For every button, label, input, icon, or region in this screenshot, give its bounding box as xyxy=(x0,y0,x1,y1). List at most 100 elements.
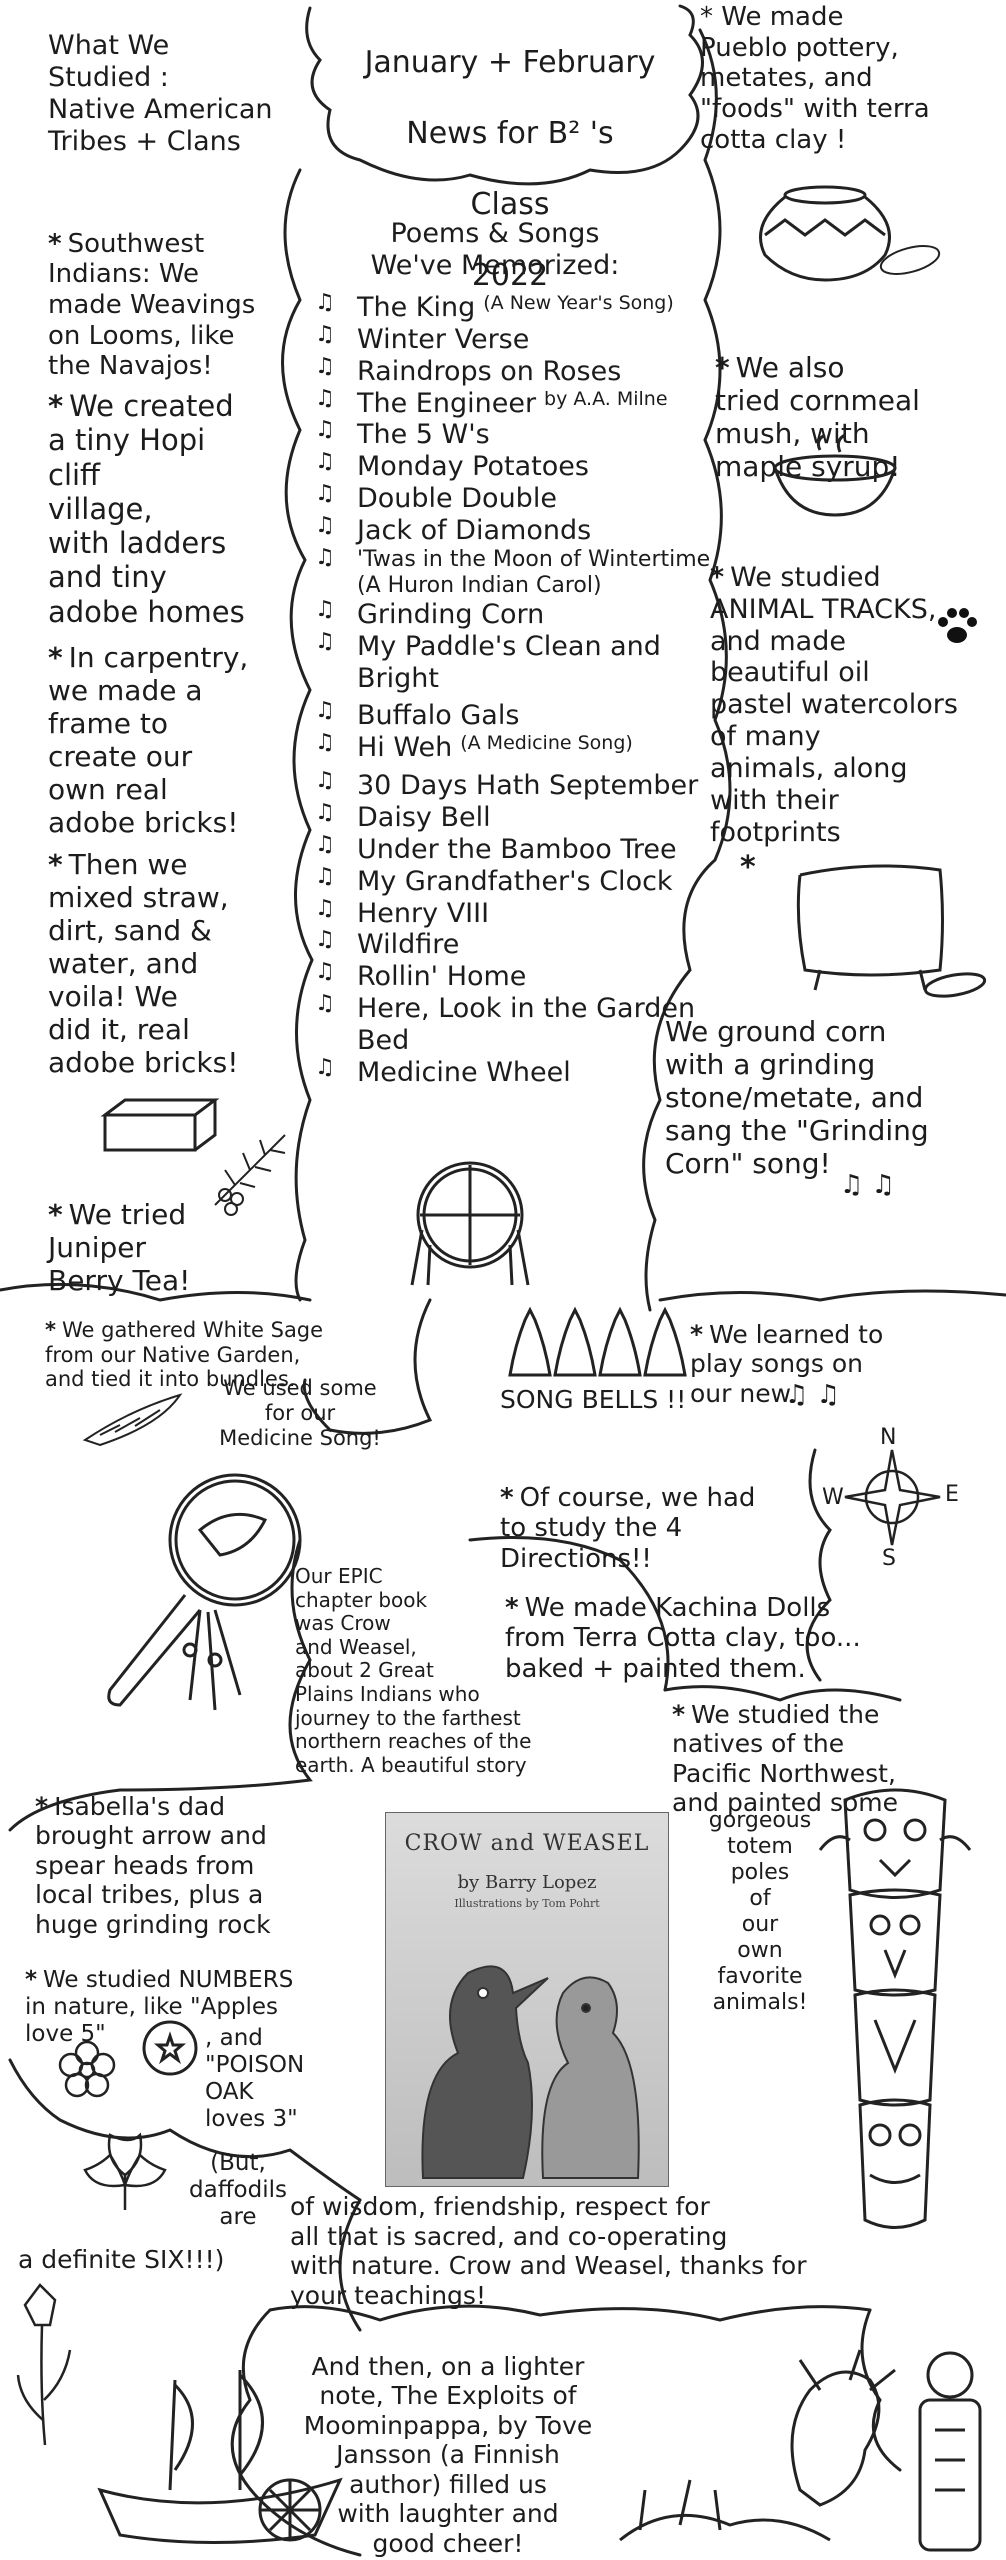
song-item: ♫The 5 W's xyxy=(315,417,490,451)
music-note-icon: ♫ xyxy=(315,321,335,347)
song-item: ♫Rollin' Home xyxy=(315,959,527,993)
music-note-icon: ♫ xyxy=(315,290,335,315)
music-note-icon: ♫ xyxy=(315,768,335,794)
book-title: CROW and WEASEL xyxy=(404,1831,650,1856)
juniper-sprig-icon xyxy=(214,1134,286,1216)
sage-body: We gathered White Sage from our Native G… xyxy=(45,1317,324,1392)
song-item: ♫Wildfire xyxy=(315,927,460,961)
straw-body: Then we mixed straw, dirt, sand & water,… xyxy=(48,848,239,1080)
music-note-icon: ♫ xyxy=(315,417,335,443)
grind-text: We ground corn with a grinding stone/met… xyxy=(665,1015,929,1181)
numbers-body: We studied NUMBERS in nature, like "Appl… xyxy=(25,1967,294,2048)
cornmeal-text: *We also tried cornmeal mush, with maple… xyxy=(715,318,1005,483)
music-note-icon: ♫ ♫ xyxy=(785,1380,840,1410)
music-note-icon: ♫ xyxy=(315,449,335,475)
music-note-icon: ♫ xyxy=(315,596,335,622)
song-item: ♫Monday Potatoes xyxy=(315,449,589,483)
title: January + February News for B² 's Class … xyxy=(320,10,700,329)
directions-body: Of course, we had to study the 4 Directi… xyxy=(500,1482,756,1575)
book-illustrator: Illustrations by Tom Pohrt xyxy=(454,1897,600,1910)
straw-text: *Then we mixed straw, dirt, sand & water… xyxy=(48,815,298,1079)
pueblo-pottery: * We made Pueblo pottery, metates, and "… xyxy=(700,2,930,155)
southwest-text: *Southwest Indians: We made Weavings on … xyxy=(48,198,298,382)
hopi-text: *We created a tiny Hopi cliff village, w… xyxy=(48,355,298,629)
numbers-text: *We studied NUMBERS in nature, like "App… xyxy=(25,1940,365,2049)
title-line-3: Class xyxy=(470,186,550,222)
bowl-icon xyxy=(773,433,897,517)
kachina-text: *We made Kachina Dolls from Terra Cotta … xyxy=(505,1562,1005,1685)
hopi-body: We created a tiny Hopi cliff village, wi… xyxy=(48,389,245,629)
music-note-icon: ♫ xyxy=(315,730,335,756)
poison-oak-icon xyxy=(83,2132,167,2210)
music-note-icon: ♫ xyxy=(315,513,335,539)
star-icon: * xyxy=(48,228,62,259)
pot-icon xyxy=(759,185,941,282)
star-icon: * xyxy=(45,1317,56,1342)
music-note-icon: ♫ ♫ xyxy=(840,1170,895,1200)
music-note-icon: ♫ xyxy=(315,353,335,379)
title-line-1: January + February xyxy=(364,45,656,81)
song-item: ♫Under the Bamboo Tree xyxy=(315,831,677,865)
song-item: ♫Daisy Bell xyxy=(315,799,491,833)
kachina-body: We made Kachina Dolls from Terra Cotta c… xyxy=(505,1592,861,1685)
moomin-creatures-illustration xyxy=(619,2349,982,2552)
daffodil-icon xyxy=(16,2283,72,2446)
metate-icon xyxy=(796,864,987,998)
rattle-icon xyxy=(107,1473,302,1711)
crow-and-weasel-illustration xyxy=(421,1965,640,2179)
epic-book-text: Our EPIC chapter book was Crow and Wease… xyxy=(295,1564,532,1777)
song-item: ♫Hi Weh (A Medicine Song) xyxy=(315,730,633,764)
star-icon: * xyxy=(690,1319,704,1349)
star-icon: * xyxy=(35,1791,49,1821)
music-note-icon: ♫ xyxy=(315,544,335,570)
song-item: ♫Henry VIII xyxy=(315,895,490,929)
song-list: ♫The King (A New Year's Song) ♫Winter Ve… xyxy=(315,292,715,1089)
star-icon: * xyxy=(672,1699,686,1729)
sage-text: *We gathered White Sage from our Native … xyxy=(45,1293,425,1392)
compass-n: N xyxy=(880,1425,897,1450)
music-note-icon: ♫ xyxy=(315,991,335,1017)
star-icon: * xyxy=(25,1967,38,1994)
star-icon: * xyxy=(710,561,725,593)
isabella-text: *Isabella's dad brought arrow and spear … xyxy=(35,1762,335,1939)
song-item: ♫The King (A New Year's Song) xyxy=(315,290,674,324)
northwest-text: *We studied the natives of the Pacific N… xyxy=(672,1670,1002,1818)
directions-text: *Of course, we had to study the 4 Direct… xyxy=(500,1452,830,1575)
music-note-icon: ♫ xyxy=(315,1054,335,1080)
what-we-studied: What We Studied : Native American Tribes… xyxy=(48,30,273,157)
compass-e: E xyxy=(945,1482,959,1507)
moomin-text: And then, on a lighter note, The Exploit… xyxy=(298,2322,598,2558)
song-item: ♫My Grandfather's Clock xyxy=(315,863,673,897)
song-bells-label: SONG BELLS !! xyxy=(500,1385,687,1414)
totem-pole-icon xyxy=(818,1788,972,2229)
tracks-body: We studied ANIMAL TRACKS, and made beaut… xyxy=(710,561,958,848)
music-note-icon: ♫ xyxy=(315,385,335,411)
totem-text: gorgeous totem poles of our own favorite… xyxy=(708,1808,812,2015)
star-icon: * xyxy=(48,848,63,882)
star-icon: * xyxy=(500,1482,514,1513)
star-icon: * xyxy=(48,1198,63,1232)
music-note-icon: ♫ xyxy=(315,799,335,825)
star-icon: * xyxy=(715,351,730,385)
poison-oak-text: , and "POISON OAK loves 3" xyxy=(205,2025,305,2133)
carpentry-text: *In carpentry, we made a frame to create… xyxy=(48,608,298,839)
bells-body: We learned to play songs on our new xyxy=(690,1319,884,1408)
song-item: ♫Winter Verse xyxy=(315,321,530,355)
song-item: ♫30 Days Hath September xyxy=(315,768,699,802)
song-item: ♫Here, Look in the Garden Bed xyxy=(315,991,696,1056)
song-item: ♫Raindrops on Roses xyxy=(315,353,622,387)
star-icon: * xyxy=(505,1592,519,1623)
medicine-wheel-icon xyxy=(410,1161,530,1286)
southwest-body: Southwest Indians: We made Weavings on L… xyxy=(48,228,256,382)
title-line-2: News for B² 's xyxy=(406,116,614,152)
star-icon: * xyxy=(48,641,63,675)
crow-and-weasel-book-cover: CROW and WEASEL by Barry Lopez Illustrat… xyxy=(385,1812,669,2187)
song-item: ♫Medicine Wheel xyxy=(315,1054,571,1088)
compass-w: W xyxy=(822,1485,844,1510)
daffodil-text: (But, daffodils are xyxy=(189,2150,287,2231)
music-note-icon: ♫ xyxy=(315,628,335,654)
music-note-icon: ♫ xyxy=(315,698,335,724)
cornmeal-body: We also tried cornmeal mush, with maple … xyxy=(715,351,920,484)
book-author: by Barry Lopez xyxy=(457,1872,597,1893)
